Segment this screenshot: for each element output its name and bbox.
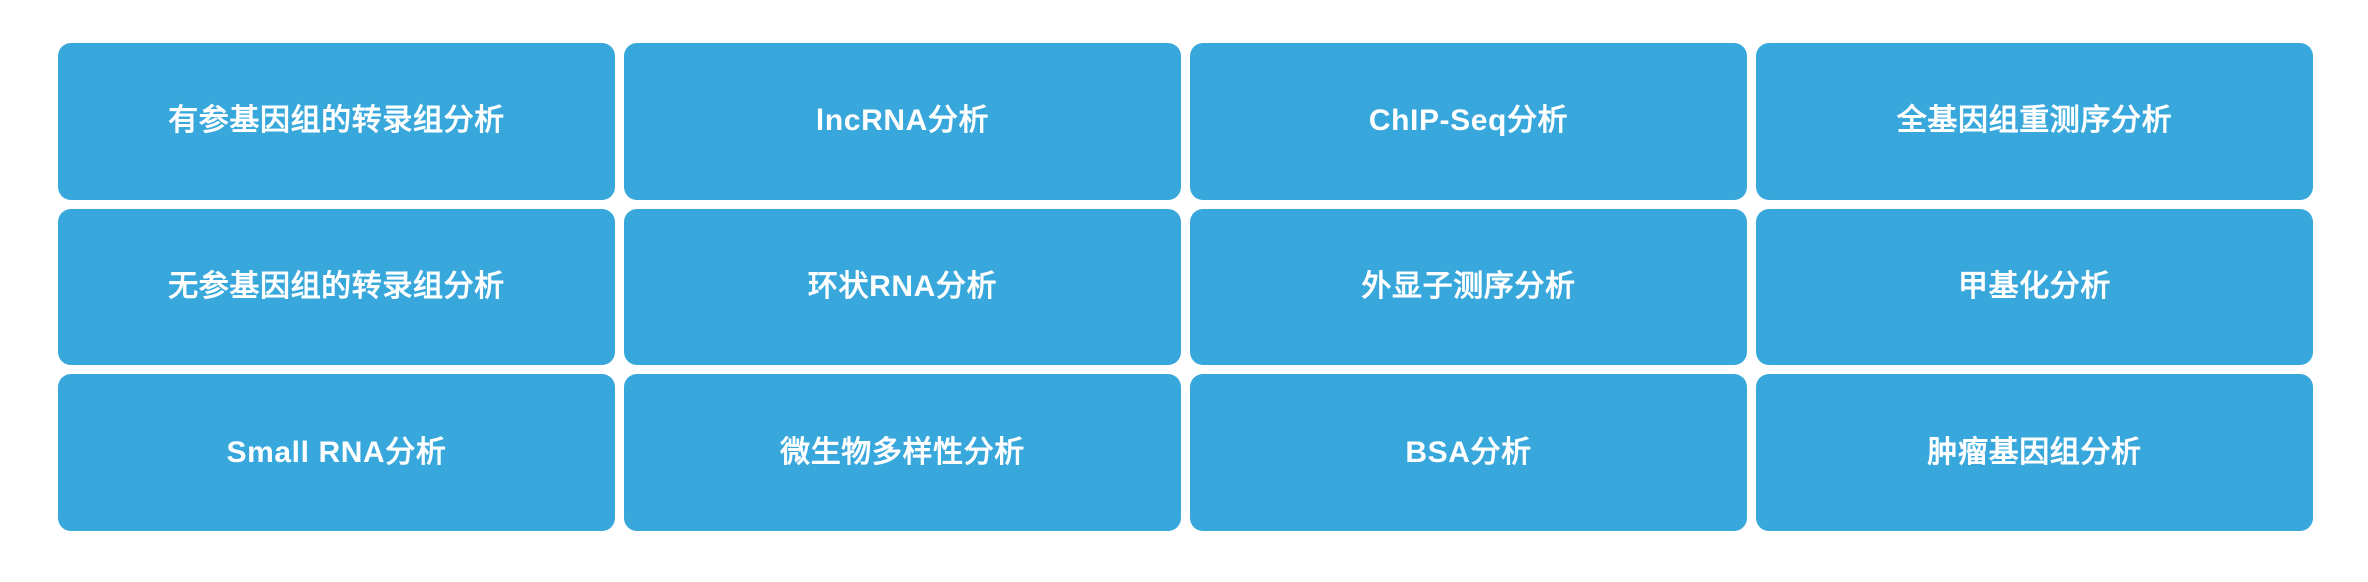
analysis-card-microbial-diversity[interactable]: 微生物多样性分析 xyxy=(624,374,1181,531)
analysis-card-label: 有参基因组的转录组分析 xyxy=(168,104,505,138)
analysis-card-chip-seq[interactable]: ChIP-Seq分析 xyxy=(1190,43,1747,200)
analysis-card-label: 外显子测序分析 xyxy=(1361,269,1576,303)
analysis-card-label: Small RNA分析 xyxy=(226,435,447,469)
analysis-card-label: 全基因组重测序分析 xyxy=(1896,104,2173,138)
analysis-card-label: 肿瘤基因组分析 xyxy=(1927,435,2142,469)
analysis-card-label: 微生物多样性分析 xyxy=(780,435,1025,469)
analysis-card-label: lncRNA分析 xyxy=(815,104,990,138)
analysis-card-methylation[interactable]: 甲基化分析 xyxy=(1756,208,2313,366)
analysis-card-exome-sequencing[interactable]: 外显子测序分析 xyxy=(1190,208,1747,366)
analysis-card-small-rna[interactable]: Small RNA分析 xyxy=(58,374,615,531)
analysis-card-label: 甲基化分析 xyxy=(1958,269,2111,303)
analysis-card-circrna[interactable]: 环状RNA分析 xyxy=(624,208,1181,366)
analysis-card-ref-transcriptome[interactable]: 有参基因组的转录组分析 xyxy=(58,43,615,200)
analysis-card-tumor-genome[interactable]: 肿瘤基因组分析 xyxy=(1756,374,2313,531)
analysis-card-label: ChIP-Seq分析 xyxy=(1368,104,1569,138)
analysis-card-denovo-transcriptome[interactable]: 无参基因组的转录组分析 xyxy=(58,208,615,366)
analysis-card-whole-genome-resequencing[interactable]: 全基因组重测序分析 xyxy=(1756,43,2313,200)
analysis-card-grid: 有参基因组的转录组分析 lncRNA分析 ChIP-Seq分析 全基因组重测序分… xyxy=(58,43,2313,531)
analysis-card-label: 环状RNA分析 xyxy=(807,269,998,303)
analysis-card-label: 无参基因组的转录组分析 xyxy=(168,269,505,303)
analysis-card-bsa[interactable]: BSA分析 xyxy=(1190,374,1747,531)
analysis-card-label: BSA分析 xyxy=(1405,435,1532,469)
analysis-card-lncrna[interactable]: lncRNA分析 xyxy=(624,43,1181,200)
